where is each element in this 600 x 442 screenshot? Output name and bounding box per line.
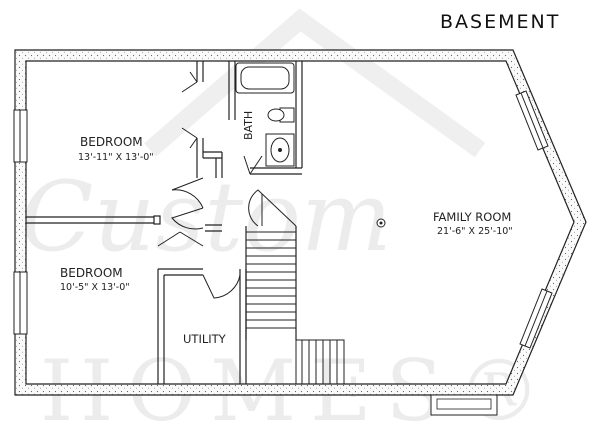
room-dims-bedroom-2: 10'-5" X 13'-0": [60, 282, 130, 293]
windows: [13, 90, 553, 349]
room-name-bedroom-2: BEDROOM: [60, 266, 123, 280]
plan-title: BASEMENT: [440, 11, 560, 33]
main-stairs: [246, 231, 296, 329]
room-dims-family-room: 21'-6" X 25'-10": [437, 226, 513, 237]
lower-stairs: [295, 339, 345, 385]
doors: [157, 71, 297, 299]
room-name-family-room: FAMILY ROOM: [433, 210, 511, 224]
bath-fixtures: [235, 62, 295, 167]
room-name-utility: UTILITY: [183, 332, 227, 346]
room-name-bath: BATH: [242, 111, 255, 140]
interior-walls: [26, 61, 303, 384]
room-dims-bedroom-1: 13'-11" X 13'-0": [78, 152, 154, 163]
floor-drain: [376, 218, 386, 228]
room-name-bedroom-1: BEDROOM: [80, 135, 143, 149]
toilet-bowl: [267, 108, 285, 122]
